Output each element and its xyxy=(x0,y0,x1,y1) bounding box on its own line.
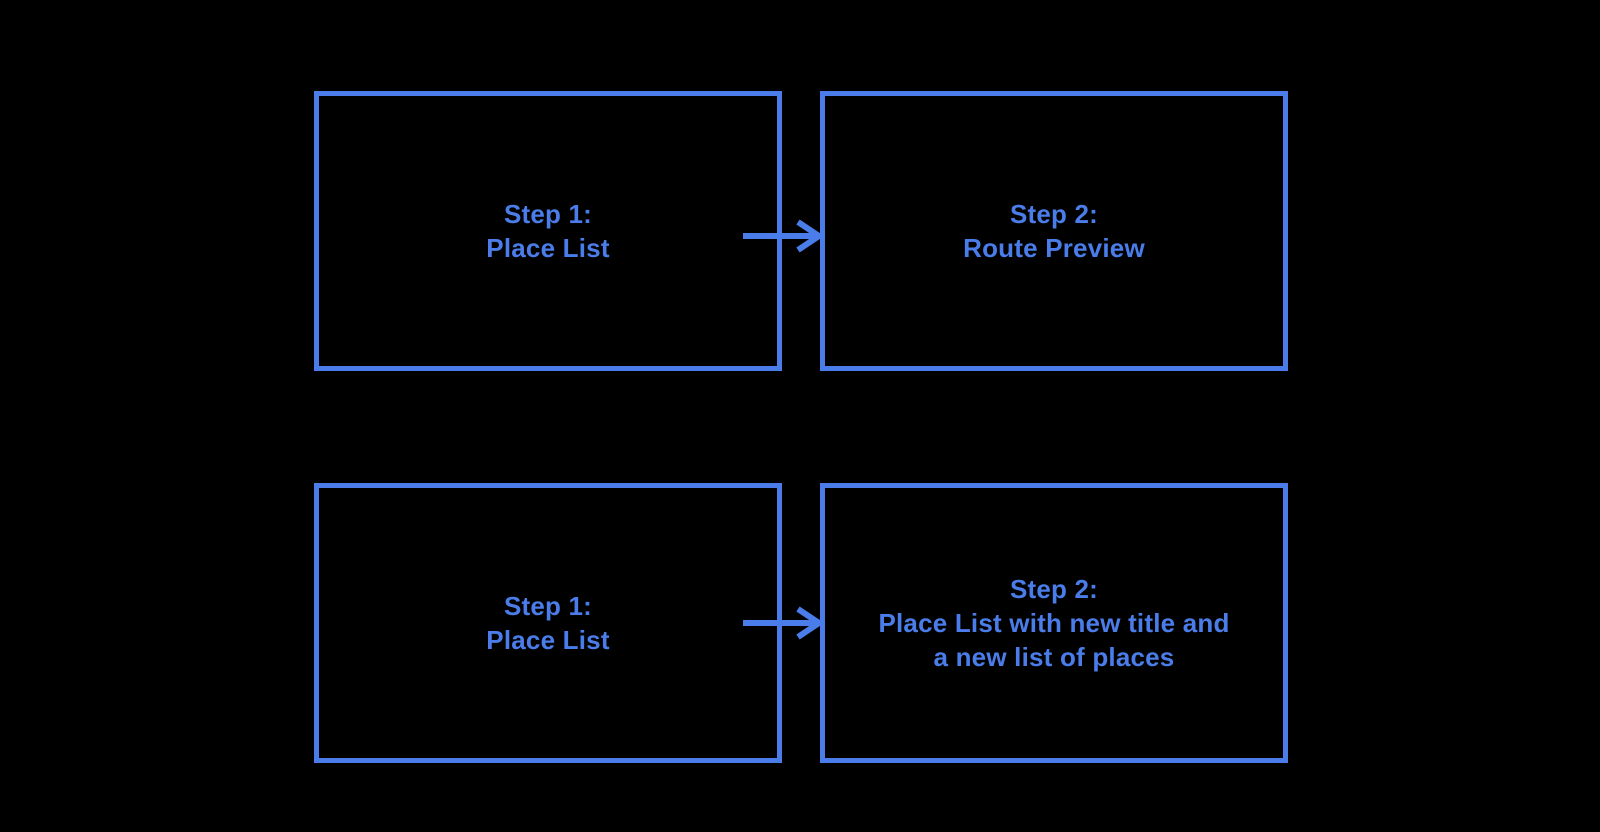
box-label-line: Step 1: xyxy=(503,591,593,621)
box-label-line: Place List xyxy=(486,625,610,655)
box-label-line: Place List xyxy=(486,233,610,263)
box-label: Step 1: Place List xyxy=(486,589,609,657)
box-label: Step 2: Place List with new title and a … xyxy=(878,572,1229,674)
box-label: Step 1: Place List xyxy=(486,197,609,265)
box-label-line: Step 1: xyxy=(503,199,593,229)
box-label-line: Place List with new title and xyxy=(878,608,1230,638)
box-label: Step 2: Route Preview xyxy=(963,197,1145,265)
box-label-line: Step 2: xyxy=(1009,574,1099,604)
flow-box-step2-bottom: Step 2: Place List with new title and a … xyxy=(820,483,1288,763)
box-label-line: Step 2: xyxy=(1009,199,1099,229)
flow-box-step2-top: Step 2: Route Preview xyxy=(820,91,1288,371)
flow-box-step1-top: Step 1: Place List xyxy=(314,91,782,371)
box-label-line: a new list of places xyxy=(933,642,1175,672)
flow-box-step1-bottom: Step 1: Place List xyxy=(314,483,782,763)
right-arrow-icon xyxy=(743,219,825,253)
box-label-line: Route Preview xyxy=(963,233,1145,263)
right-arrow-icon xyxy=(743,606,825,640)
